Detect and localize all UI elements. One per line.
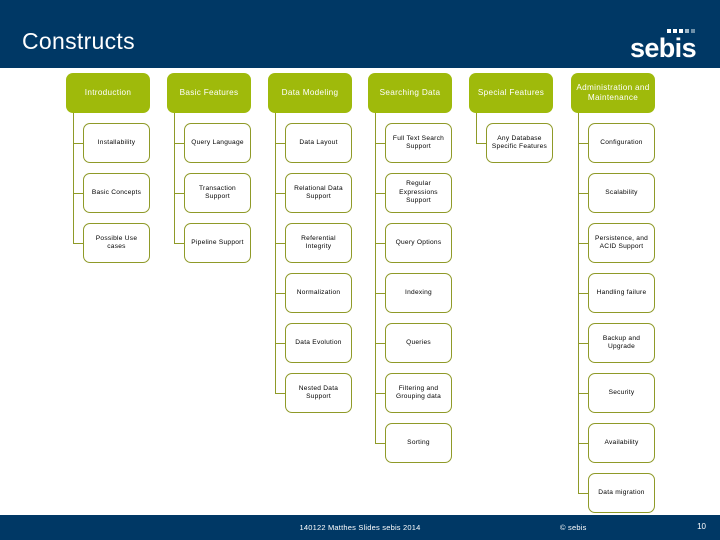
diagram-node[interactable]: Normalization [285,273,352,313]
connector-branch [375,143,385,144]
connector-branch [578,143,588,144]
diagram-node[interactable]: Data migration [588,473,655,513]
diagram-node[interactable]: Basic Concepts [83,173,150,213]
connector-branch [375,443,385,444]
slide-title-bar: Constructs sebis [0,0,720,68]
connector-trunk [578,113,579,493]
diagram-node[interactable]: Relational Data Support [285,173,352,213]
diagram-node[interactable]: Filtering and Grouping data [385,373,452,413]
footer-page-number: 10 [697,522,706,531]
connector-branch [174,243,184,244]
diagram-node[interactable]: Configuration [588,123,655,163]
connector-branch [578,293,588,294]
diagram-node[interactable]: Full Text Search Support [385,123,452,163]
connector-branch [578,493,588,494]
diagram-node[interactable]: Query Language [184,123,251,163]
connector-branch [275,243,285,244]
connector-branch [73,143,83,144]
slide-footer: 140122 Matthes Slides sebis 2014 © sebis… [0,515,720,540]
diagram-node[interactable]: Regular Expressions Support [385,173,452,213]
diagram-node[interactable]: Scalability [588,173,655,213]
column-header-0[interactable]: Introduction [66,73,150,113]
diagram-node[interactable]: Any Database Specific Features [486,123,553,163]
diagram-node[interactable]: Handling failure [588,273,655,313]
diagram-node[interactable]: Data Evolution [285,323,352,363]
footer-source-text: 140122 Matthes Slides sebis 2014 [299,523,421,532]
connector-branch [578,443,588,444]
connector-trunk [476,113,477,143]
column-header-4[interactable]: Special Features [469,73,553,113]
connector-branch [375,243,385,244]
connector-branch [578,343,588,344]
diagram-node[interactable]: Security [588,373,655,413]
connector-branch [578,393,588,394]
connector-branch [375,293,385,294]
connector-trunk [174,113,175,243]
diagram-node[interactable]: Nested Data Support [285,373,352,413]
diagram-node[interactable]: Queries [385,323,452,363]
connector-branch [275,193,285,194]
connector-branch [375,193,385,194]
connector-trunk [375,113,376,443]
connector-branch [174,193,184,194]
connector-branch [275,293,285,294]
sebis-logo: sebis [610,28,702,62]
connector-trunk [73,113,74,243]
diagram-node[interactable]: Installability [83,123,150,163]
diagram-node[interactable]: Pipeline Support [184,223,251,263]
connector-trunk [275,113,276,393]
page-title: Constructs [22,28,135,54]
diagram-node[interactable]: Persistence, and ACID Support [588,223,655,263]
diagram-node[interactable]: Availability [588,423,655,463]
connector-branch [578,243,588,244]
diagram-node[interactable]: Backup and Upgrade [588,323,655,363]
connector-branch [73,193,83,194]
connector-branch [476,143,486,144]
connector-branch [578,193,588,194]
connector-branch [73,243,83,244]
connector-branch [275,393,285,394]
column-header-3[interactable]: Searching Data [368,73,452,113]
connector-branch [275,143,285,144]
column-header-2[interactable]: Data Modeling [268,73,352,113]
diagram-node[interactable]: Data Layout [285,123,352,163]
connector-branch [174,143,184,144]
diagram-node[interactable]: Sorting [385,423,452,463]
connector-branch [375,393,385,394]
diagram-node[interactable]: Indexing [385,273,452,313]
logo-dots-icon [667,29,695,33]
diagram-node[interactable]: Possible Use cases [83,223,150,263]
logo-wordmark: sebis [629,33,697,63]
diagram-node[interactable]: Referential Integrity [285,223,352,263]
column-header-5[interactable]: Administration and Maintenance [571,73,655,113]
column-header-1[interactable]: Basic Features [167,73,251,113]
connector-branch [275,343,285,344]
diagram-node[interactable]: Transaction Support [184,173,251,213]
connector-branch [375,343,385,344]
footer-copyright: © sebis [560,523,587,532]
diagram-node[interactable]: Query Options [385,223,452,263]
